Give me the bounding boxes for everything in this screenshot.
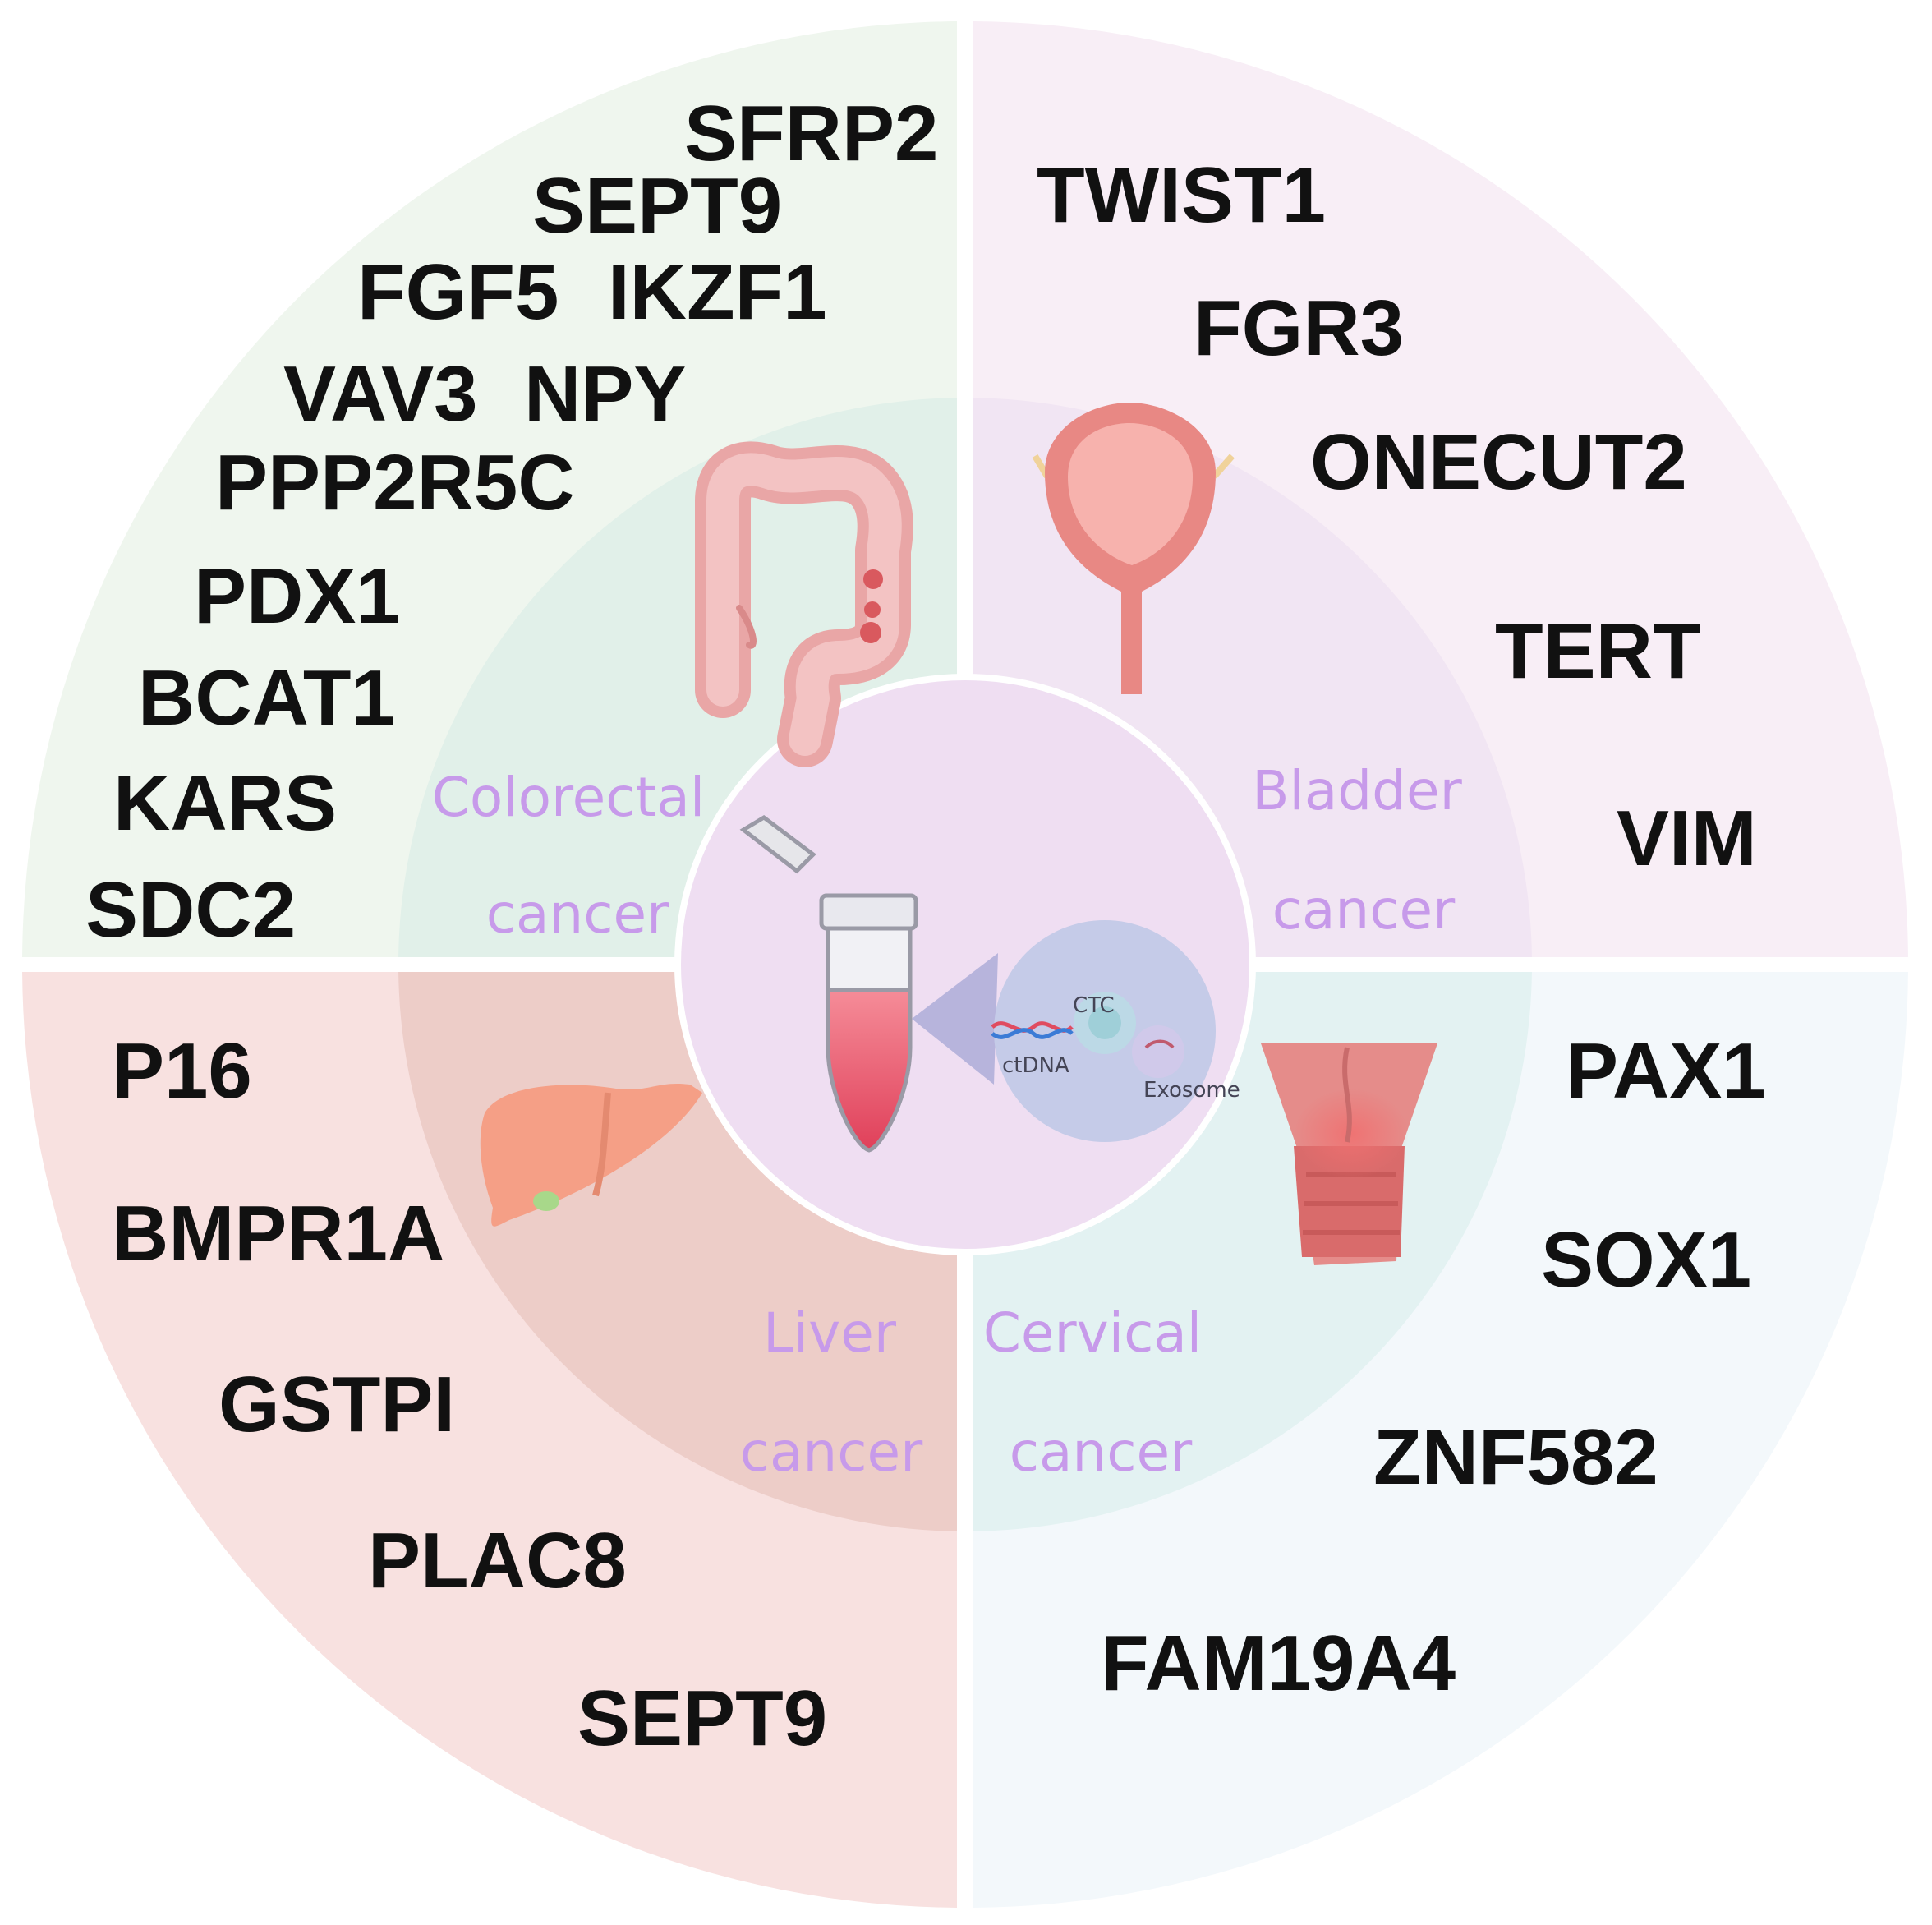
cancer-label-line2: cancer <box>486 882 669 946</box>
cervix-icon <box>1261 1043 1438 1265</box>
exosome-icon <box>1132 1025 1184 1078</box>
bladder-cancer-label: Bladder cancer <box>1252 759 1462 942</box>
gene-label: PPP2R5C <box>215 439 575 527</box>
gene-label: P16 <box>112 1027 252 1115</box>
gene-label: NPY <box>524 350 686 438</box>
gene-label: BMPR1A <box>112 1190 444 1278</box>
colorectal-gene-list: SFRP2 SEPT9 FGF5 IKZF1 VAV3 NPY PPP2R5C … <box>85 90 938 954</box>
gene-label: PLAC8 <box>368 1517 627 1605</box>
cancer-label-line2: cancer <box>740 1421 923 1484</box>
blood-tube-icon <box>739 814 998 1153</box>
ctdna-label: ctDNA <box>1002 1053 1070 1078</box>
cancer-label-line1: Colorectal <box>432 766 705 829</box>
cancer-label-line1: Cervical <box>983 1301 1202 1365</box>
cancer-label-line1: Liver <box>763 1301 897 1365</box>
gene-label: SFRP2 <box>684 90 938 177</box>
liver-gene-list: P16 BMPR1A GSTPI PLAC8 SEPT9 <box>112 1027 827 1762</box>
gene-label: SDC2 <box>85 866 296 954</box>
gene-label: KARS <box>113 759 337 847</box>
gene-label: IKZF1 <box>608 248 827 336</box>
analytes-bubble: CTC ctDNA Exosome <box>991 920 1240 1142</box>
cervical-cancer-label: Cervical cancer <box>983 1301 1202 1484</box>
gene-label: ONECUT2 <box>1310 418 1687 506</box>
bladder-gene-list: TWIST1 FGR3 ONECUT2 TERT VIM <box>1037 151 1757 882</box>
cancer-label-line1: Bladder <box>1252 759 1462 822</box>
gene-label: FGR3 <box>1194 284 1404 372</box>
bladder-icon <box>1032 403 1235 694</box>
colon-icon <box>695 441 913 767</box>
cancer-label-line2: cancer <box>1010 1421 1193 1484</box>
exosome-label: Exosome <box>1143 1078 1240 1103</box>
ctc-label: CTC <box>1073 993 1115 1018</box>
gene-label: TERT <box>1495 607 1701 695</box>
gene-label: PDX1 <box>194 552 400 640</box>
gene-label: FAM19A4 <box>1101 1619 1456 1707</box>
cancer-label-line2: cancer <box>1272 878 1456 942</box>
gene-label: ZNF582 <box>1373 1413 1658 1501</box>
gene-label: SEPT9 <box>532 162 782 250</box>
gene-label: FGF5 <box>357 248 559 336</box>
gene-label: GSTPI <box>218 1361 455 1448</box>
gene-label: BCAT1 <box>138 654 395 742</box>
gene-label: VAV3 <box>283 350 478 438</box>
gene-label: VIM <box>1617 794 1757 882</box>
gene-label: TWIST1 <box>1037 151 1326 239</box>
liver-cancer-label: Liver cancer <box>740 1301 923 1484</box>
colorectal-cancer-label: Colorectal cancer <box>432 766 705 946</box>
cervical-gene-list: PAX1 SOX1 ZNF582 FAM19A4 <box>1101 1027 1766 1707</box>
gene-label: PAX1 <box>1566 1027 1766 1115</box>
liver-icon <box>480 1083 702 1227</box>
gene-label: SEPT9 <box>577 1674 827 1762</box>
gene-label: SOX1 <box>1541 1216 1751 1304</box>
